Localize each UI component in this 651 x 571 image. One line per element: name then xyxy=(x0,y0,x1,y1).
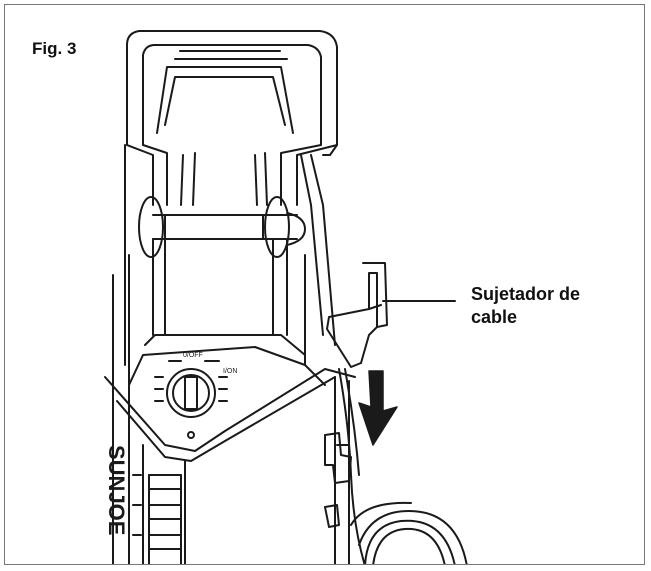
power-cord xyxy=(338,368,468,564)
power-dial xyxy=(154,360,228,439)
pressure-washer-drawing: 0/OFF I/ON SU xyxy=(104,30,468,564)
down-arrow-icon xyxy=(358,370,398,446)
handle xyxy=(126,30,338,206)
dial-on-mark: I/ON xyxy=(223,368,237,375)
cable-clips xyxy=(324,432,352,528)
crossbar xyxy=(138,196,306,258)
sunjoe-logo: SUNJOE xyxy=(104,445,129,535)
dial-off-mark: 0/OFF xyxy=(183,352,203,359)
brand-logo-text: SUNJOE xyxy=(104,445,129,535)
body xyxy=(104,144,356,564)
callout-line-2: cable xyxy=(471,307,518,327)
callout-line-1: Sujetador de xyxy=(471,284,581,304)
figure-frame: 0/OFF I/ON SU xyxy=(4,4,645,565)
cable-holder xyxy=(326,262,388,368)
callout-text: Sujetador de cable xyxy=(471,283,641,329)
figure-label: Fig. 3 xyxy=(32,39,77,58)
